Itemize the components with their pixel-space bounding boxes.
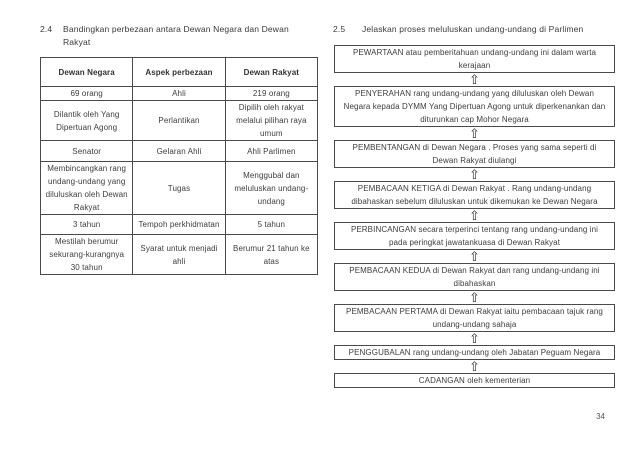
flow-step-perbincangan: PERBINCANGAN secara terperinci tentang r… bbox=[334, 222, 615, 250]
up-arrow-icon: ⇧ bbox=[469, 331, 480, 346]
section-title: Bandingkan perbezaan antara Dewan Negara… bbox=[63, 24, 289, 47]
table-cell: Gelaran Ahli bbox=[132, 140, 226, 162]
law-process-flowchart: PEWARTAAN atau pemberitahuan undang-unda… bbox=[334, 45, 615, 388]
table-header-row: Dewan Negara Aspek perbezaan Dewan Rakya… bbox=[39, 57, 319, 87]
up-arrow-icon: ⇧ bbox=[469, 126, 480, 141]
table-cell: 219 orang bbox=[224, 86, 319, 101]
table-cell: 69 orang bbox=[39, 86, 134, 101]
table-cell: 3 tahun bbox=[39, 214, 134, 235]
flow-step-pembentangan: PEMBENTANGAN di Dewan Negara . Proses ya… bbox=[334, 140, 615, 168]
flow-step-pewartaan: PEWARTAAN atau pemberitahuan undang-unda… bbox=[334, 45, 615, 73]
table-row: Senator Gelaran Ahli Ahli Parlimen bbox=[39, 140, 319, 162]
page-number: 34 bbox=[596, 412, 605, 421]
column-header-dewan-negara: Dewan Negara bbox=[39, 57, 134, 87]
table-cell: Tugas bbox=[132, 161, 226, 215]
table-row: Membincangkan rang undang-undang yang di… bbox=[39, 161, 319, 215]
section-2-5-heading: 2.5 Jelaskan proses meluluskan undang-un… bbox=[333, 23, 633, 36]
table-cell: Syarat untuk menjadi ahli bbox=[132, 234, 226, 275]
column-header-aspek-perbezaan: Aspek perbezaan bbox=[132, 57, 226, 87]
table-cell: Tempoh perkhidmatan bbox=[132, 214, 226, 235]
table-row: 3 tahun Tempoh perkhidmatan 5 tahun bbox=[39, 214, 319, 235]
table-row: Dilantik oleh Yang Dipertuan Agong Perla… bbox=[39, 100, 319, 141]
table-cell: Dilantik oleh Yang Dipertuan Agong bbox=[39, 100, 134, 141]
flow-step-pembacaan-pertama: PEMBACAAN PERTAMA di Dewan Rakyat iaitu … bbox=[334, 304, 615, 332]
flow-step-penyerahan: PENYERAHAN rang undang-undang yang dilul… bbox=[334, 86, 615, 127]
table-cell: Dipilih oleh rakyat melalui pilihan raya… bbox=[224, 100, 319, 141]
table-row: 69 orang Ahli 219 orang bbox=[39, 86, 319, 101]
comparison-table: Dewan Negara Aspek perbezaan Dewan Rakya… bbox=[39, 57, 319, 275]
flow-step-pembacaan-ketiga: PEMBACAAN KETIGA di Dewan Rakyat . Rang … bbox=[334, 181, 615, 209]
section-title: Jelaskan proses meluluskan undang-undang… bbox=[362, 24, 584, 34]
up-arrow-icon: ⇧ bbox=[469, 249, 480, 264]
table-cell: Ahli Parlimen bbox=[224, 140, 319, 162]
table-cell: Ahli bbox=[132, 86, 226, 101]
table-cell: Mestilah berumur sekurang-kurangnya 30 t… bbox=[39, 234, 134, 275]
up-arrow-icon: ⇧ bbox=[469, 72, 480, 87]
table-cell: Berumur 21 tahun ke atas bbox=[224, 234, 319, 275]
flow-step-pembacaan-kedua: PEMBACAAN KEDUA di Dewan Rakyat dan rang… bbox=[334, 263, 615, 291]
table-row: Mestilah berumur sekurang-kurangnya 30 t… bbox=[39, 234, 319, 275]
table-cell: Membincangkan rang undang-undang yang di… bbox=[39, 161, 134, 215]
table-cell: Menggubal dan meluluskan undang-undang bbox=[224, 161, 319, 215]
section-2-4-heading: 2.4 Bandingkan perbezaan antara Dewan Ne… bbox=[40, 23, 312, 49]
table-cell: Senator bbox=[39, 140, 134, 162]
table-cell: 5 tahun bbox=[224, 214, 319, 235]
section-number: 2.5 bbox=[333, 24, 346, 34]
flow-step-penggubalan: PENGGUBALAN rang undang-undang oleh Jaba… bbox=[334, 345, 615, 360]
up-arrow-icon: ⇧ bbox=[469, 290, 480, 305]
flow-step-cadangan: CADANGAN oleh kementerian bbox=[334, 373, 615, 388]
table-cell: Perlantikan bbox=[132, 100, 226, 141]
up-arrow-icon: ⇧ bbox=[469, 167, 480, 182]
column-header-dewan-rakyat: Dewan Rakyat bbox=[224, 57, 319, 87]
up-arrow-icon: ⇧ bbox=[469, 359, 480, 374]
section-number: 2.4 bbox=[40, 24, 53, 34]
up-arrow-icon: ⇧ bbox=[469, 208, 480, 223]
